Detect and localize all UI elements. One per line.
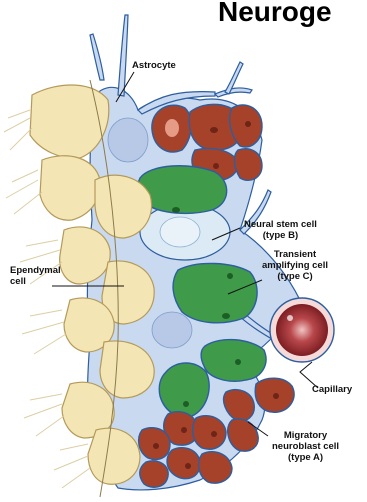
page-title: Neuroge — [218, 0, 332, 28]
transient-cell — [173, 263, 257, 322]
transient-cell — [201, 340, 266, 382]
astrocyte-process — [215, 88, 252, 97]
capillary-lumen — [276, 304, 328, 356]
neuroblast-cell — [234, 149, 262, 181]
astrocyte-nucleus — [108, 118, 148, 162]
label-capillary: Capillary — [312, 384, 352, 395]
label-transient-amplifying-cell: Transient amplifying cell (type C) — [262, 249, 328, 282]
astrocyte-nucleus — [152, 312, 192, 348]
label-migratory-neuroblast: Migratory neuroblast cell (type A) — [272, 430, 339, 463]
capillary-highlight — [287, 315, 293, 321]
label-neural-stem-cell: Neural stem cell (type B) — [244, 219, 317, 241]
label-ependymal-cell: Ependymal cell — [10, 265, 61, 287]
astrocyte-process — [90, 34, 104, 80]
neuroblast-cell — [140, 461, 168, 488]
neural-stem-nucleus — [160, 217, 200, 247]
transient-cell — [159, 363, 209, 417]
neuroblast-cell — [193, 416, 226, 450]
label-astrocyte: Astrocyte — [132, 60, 176, 71]
